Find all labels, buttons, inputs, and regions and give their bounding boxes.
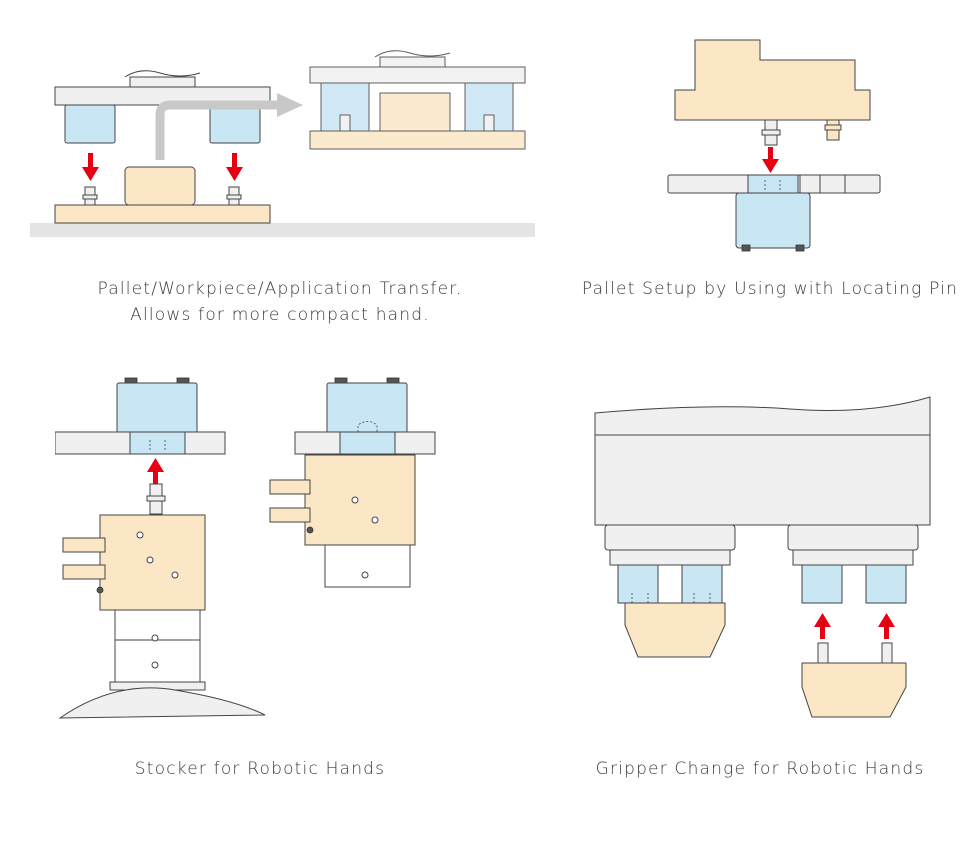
side-bolt — [824, 119, 842, 141]
arrow-down-right-icon — [226, 153, 243, 181]
caption-pallet-transfer: Pallet/Workpiece/Application Transfer. A… — [40, 276, 520, 328]
arrow-up-left-icon — [814, 613, 831, 639]
arrow-up-right-icon — [878, 613, 895, 639]
caption-stocker: Stocker for Robotic Hands — [40, 756, 480, 782]
caption-gripper-change: Gripper Change for Robotic Hands — [560, 756, 960, 782]
tool-plate-left — [604, 524, 736, 551]
clamp-2 — [681, 564, 723, 604]
locating-pin — [761, 119, 781, 146]
caption-pallet-setup: Pallet Setup by Using with Locating Pin — [570, 276, 960, 302]
attached-gripper — [624, 602, 726, 658]
workpiece — [124, 166, 196, 206]
locating-pin-right — [226, 186, 242, 206]
arrow-up-icon — [147, 458, 164, 484]
caption-line: Gripper Change for Robotic Hands — [595, 759, 925, 779]
robot-flange — [129, 76, 196, 88]
arrow-down-left-icon — [82, 153, 99, 181]
pallet — [674, 39, 871, 121]
gripper-flange — [114, 609, 201, 641]
caption-line: Pallet Setup by Using with Locating Pin — [581, 279, 959, 299]
robot-arm — [594, 396, 931, 526]
transferred-assembly — [309, 50, 526, 150]
detached-gripper — [801, 662, 907, 718]
caption-line-2: Allows for more compact hand. — [130, 305, 430, 325]
locating-pin-left — [82, 186, 98, 206]
pallet-setup-diagram — [667, 39, 881, 252]
clamp-right — [209, 104, 261, 144]
clamp — [747, 174, 799, 194]
clamp-body — [735, 192, 811, 249]
arrow-down-icon — [762, 147, 779, 173]
gripper-body — [99, 514, 206, 611]
floor — [30, 223, 535, 237]
clamp-left — [64, 104, 116, 144]
caption-line: Stocker for Robotic Hands — [134, 759, 386, 779]
stocker-diagram — [55, 377, 436, 719]
pin — [146, 483, 166, 515]
clamp-4 — [865, 564, 907, 604]
pallet-transfer-diagram — [30, 50, 535, 237]
gripper-change-diagram — [594, 396, 931, 718]
transfer-arrow-icon — [155, 100, 280, 160]
caption-line-1: Pallet/Workpiece/Application Transfer. — [97, 279, 463, 299]
clamp-1 — [617, 564, 659, 604]
base-pallet — [54, 204, 271, 224]
gripper-stored — [304, 454, 416, 546]
tool-plate-right — [787, 524, 919, 551]
clamp-3 — [801, 564, 843, 604]
